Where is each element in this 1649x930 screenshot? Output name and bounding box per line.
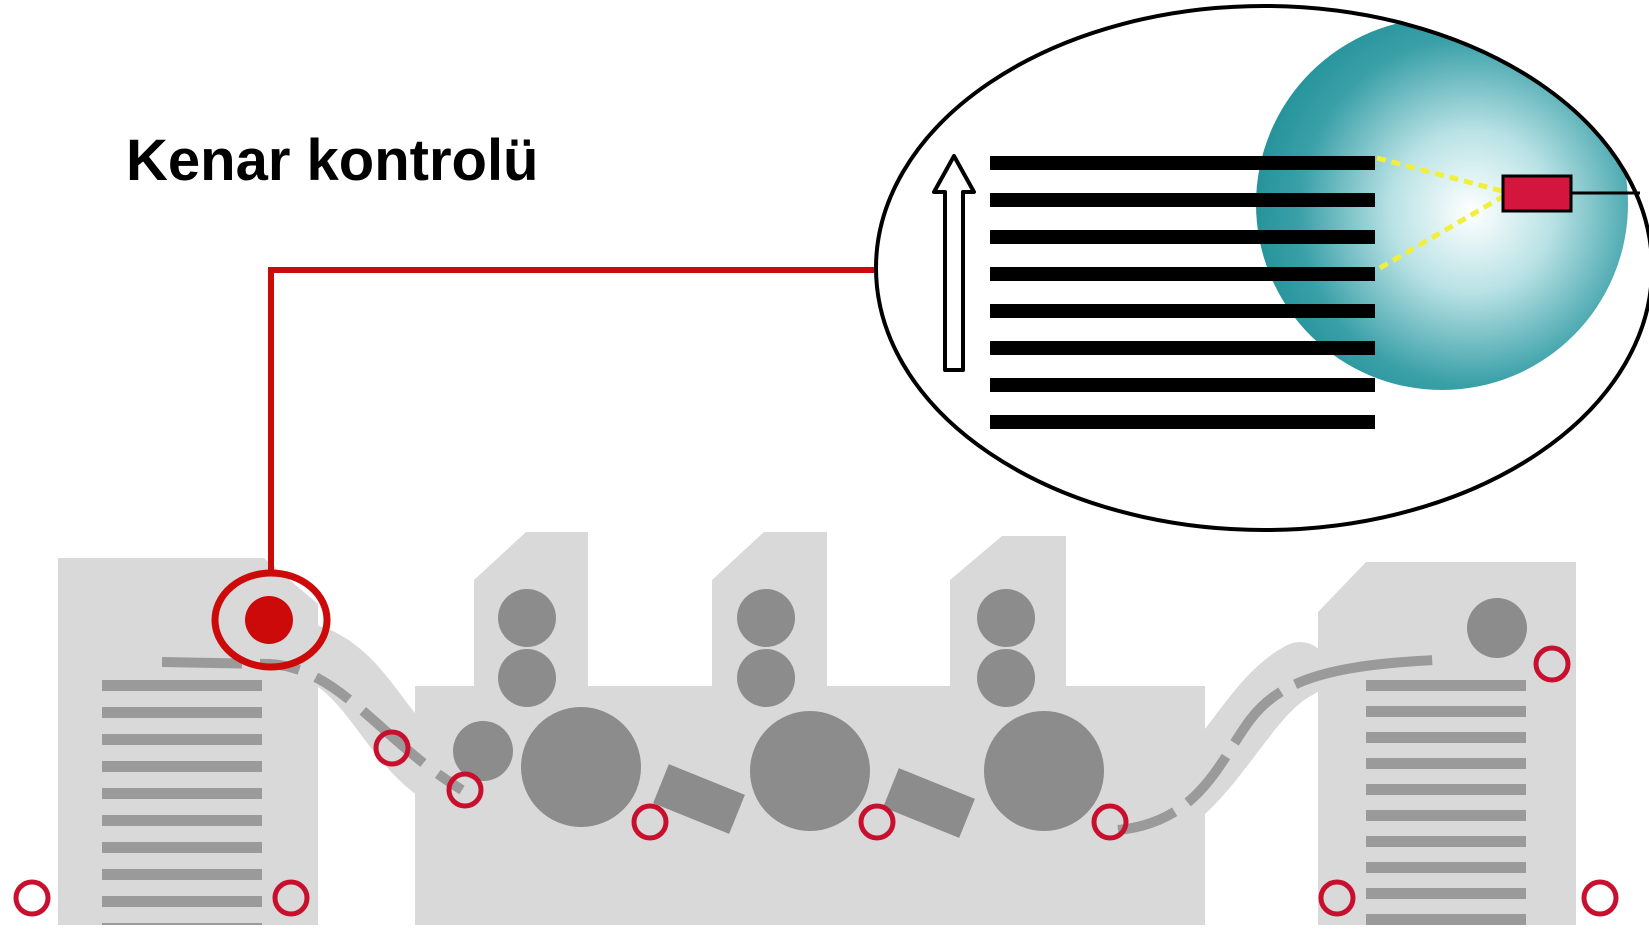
zoom-sheet: [990, 415, 1375, 429]
delivery-sheet: [1366, 706, 1526, 717]
feeder-sheet: [102, 896, 262, 907]
diagram-title: Kenar kontrolü: [126, 128, 539, 193]
cylinders: [453, 589, 1527, 838]
sensor-marker: [373, 729, 411, 767]
sensor-markers: [13, 645, 1619, 917]
roller: [977, 589, 1035, 647]
highlight-dot: [245, 596, 293, 644]
zoom-sheet-stack: [990, 156, 1375, 429]
edge-sensor-icon: [1501, 174, 1573, 213]
delivery-sheet: [1366, 680, 1526, 691]
impression-cylinder: [750, 711, 870, 831]
delivery-sheet: [1366, 784, 1526, 795]
sensor-marker: [631, 803, 669, 841]
feeder-sheet: [102, 815, 262, 826]
arrow-up-icon: [932, 154, 976, 372]
leader-line: [268, 267, 879, 572]
delivery-sheet-stack: [1366, 680, 1526, 925]
sensor-marker: [272, 879, 310, 917]
highlight-ring: [211, 569, 331, 671]
roller: [498, 649, 556, 707]
zoom-sheet: [990, 304, 1375, 318]
transfer-drum: [883, 768, 975, 838]
feeder-sheet: [102, 734, 262, 745]
roller: [977, 649, 1035, 707]
zoom-detail: [874, 4, 1649, 532]
sensor-field-sphere: [1256, 18, 1628, 390]
zoom-sheet: [990, 230, 1375, 244]
zoom-sheet: [990, 267, 1375, 281]
delivery-sheet: [1366, 836, 1526, 847]
sensor-highlight-icon: [211, 569, 331, 671]
feeder-sheet: [102, 842, 262, 853]
zoom-border: [874, 4, 1649, 532]
zoom-sheet: [990, 193, 1375, 207]
sensor-marker: [13, 879, 51, 917]
transfer-drum: [653, 764, 745, 834]
sensor-marker: [1533, 645, 1571, 683]
zoom-sheet: [990, 341, 1375, 355]
feeder-sheet: [102, 788, 262, 799]
feeder-sheet: [102, 761, 262, 772]
roller: [737, 589, 795, 647]
paper-path-delivery: [1117, 655, 1437, 835]
feeder-sheet: [102, 869, 262, 880]
zoom-sheet: [990, 378, 1375, 392]
delivery-sheet: [1366, 810, 1526, 821]
roller: [453, 721, 513, 781]
light-beam-bottom: [1378, 194, 1504, 271]
sensor-marker: [1318, 879, 1356, 917]
delivery-sheet: [1366, 888, 1526, 899]
roller: [737, 649, 795, 707]
impression-cylinder: [521, 707, 641, 827]
feeder-sheet: [102, 680, 262, 691]
sensor-marker: [446, 771, 484, 809]
sensor-marker: [1581, 879, 1619, 917]
delivery-sheet: [1366, 914, 1526, 925]
delivery-roller: [1467, 598, 1527, 658]
delivery-sheet: [1366, 732, 1526, 743]
light-beam-top: [1376, 155, 1503, 194]
sensor-marker: [858, 803, 896, 841]
delivery-sheet: [1366, 758, 1526, 769]
impression-cylinder: [984, 711, 1104, 831]
delivery-sheet: [1366, 862, 1526, 873]
sensor-marker: [1091, 803, 1129, 841]
zoom-sheet: [990, 156, 1375, 170]
feeder-sheet: [102, 707, 262, 718]
roller: [498, 589, 556, 647]
